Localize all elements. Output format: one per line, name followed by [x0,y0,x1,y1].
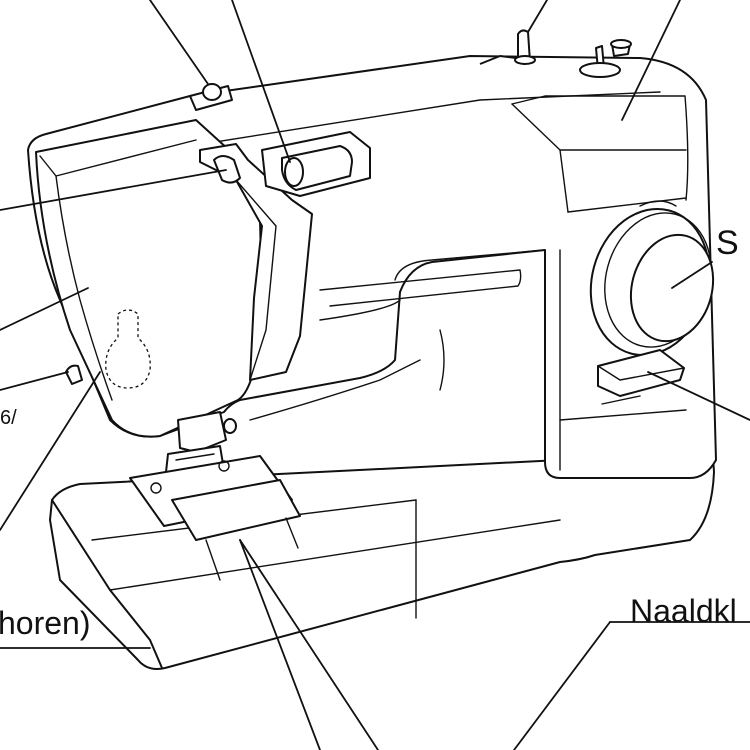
bobbin-winder [261,131,371,197]
stitch-lever [597,349,685,405]
thread-cutter [65,364,83,385]
label-top-right: S [716,224,739,262]
take-up-lever [199,143,313,381]
thread-guide [189,83,233,111]
light-bulb-icon [105,309,151,389]
label-left: horen) [0,605,91,641]
spool-pins [479,29,632,78]
needle-plate [129,455,301,581]
label-left-fragment: 6/ [0,407,17,429]
label-right: Naaldkl [630,593,737,629]
